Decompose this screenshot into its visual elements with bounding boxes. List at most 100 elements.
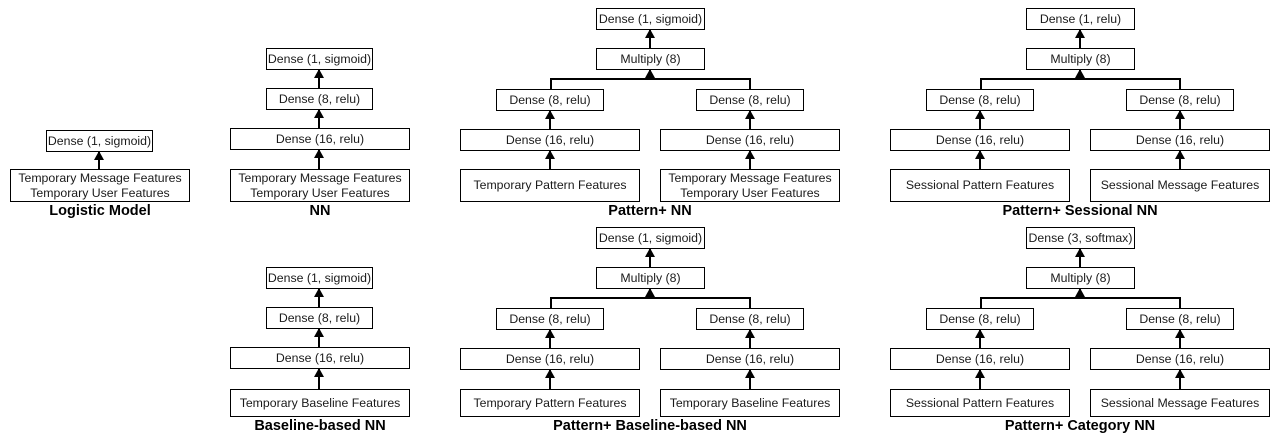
node-label-line: Temporary Pattern Features	[473, 178, 627, 192]
node-dense-8: Dense (8, relu)	[266, 307, 373, 329]
node-dense-8: Dense (8, relu)	[266, 88, 373, 110]
node-right-dense-8: Dense (8, relu)	[696, 89, 804, 111]
arrow-input-to-dense16	[318, 369, 320, 389]
merge-connector-leg-left	[980, 297, 982, 308]
model-caption: Pattern+ Category NN	[1004, 418, 1156, 434]
node-right-dense-8: Dense (8, relu)	[1126, 308, 1234, 330]
arrow-multiply-to-output	[649, 249, 651, 267]
arrow-input-to-output	[98, 152, 100, 169]
merge-connector-leg-right	[749, 78, 751, 89]
arrow-dense16-to-dense8	[318, 329, 320, 347]
node-label-line: Temporary Message Features	[668, 170, 832, 185]
node-label-line: Dense (16, relu)	[1135, 351, 1225, 366]
node-output-layer: Dense (1, relu)	[1026, 8, 1135, 30]
model-caption: Logistic Model	[49, 203, 151, 219]
node-label-line: Temporary Message Features	[18, 170, 182, 185]
node-label-line: Dense (16, relu)	[275, 350, 365, 365]
node-left-input-features: Sessional Pattern Features	[890, 169, 1070, 202]
node-right-dense-16: Dense (16, relu)	[1090, 129, 1270, 151]
merge-connector-bar	[550, 297, 751, 299]
node-label-line: Dense (16, relu)	[1135, 132, 1225, 147]
node-left-dense-16: Dense (16, relu)	[890, 129, 1070, 151]
model-caption: Pattern+ NN	[608, 203, 692, 219]
arrow-right-dense16-to-dense8	[1179, 111, 1181, 129]
node-label-line: Dense (16, relu)	[505, 132, 595, 147]
arrow-multiply-to-output	[1079, 249, 1081, 267]
arrow-right-dense16-to-dense8	[749, 330, 751, 348]
node-multiply: Multiply (8)	[596, 48, 705, 70]
node-left-dense-8: Dense (8, relu)	[496, 308, 604, 330]
node-label-line: Temporary Message Features	[238, 170, 402, 185]
node-label-line: Dense (8, relu)	[709, 311, 791, 326]
node-label-line: Multiply (8)	[1050, 51, 1111, 66]
node-label-line: Dense (8, relu)	[278, 310, 361, 325]
node-input-features: Temporary Message Features Temporary Use…	[10, 169, 190, 202]
node-right-input-features: Temporary Baseline Features	[660, 389, 840, 417]
merge-connector-leg-right	[749, 297, 751, 308]
merge-connector-leg-left	[550, 78, 552, 89]
node-label-line: Dense (1, sigmoid)	[267, 270, 372, 285]
model-caption: Pattern+ Sessional NN	[1002, 203, 1158, 219]
node-label-line: Dense (16, relu)	[505, 351, 595, 366]
merge-connector-leg-right	[1179, 78, 1181, 89]
node-label-line: Dense (1, sigmoid)	[47, 133, 152, 148]
arrow-multiply-to-output	[649, 30, 651, 48]
arrow-right-input-to-dense16	[1179, 151, 1181, 169]
node-right-dense-16: Dense (16, relu)	[660, 348, 840, 370]
node-multiply: Multiply (8)	[1026, 267, 1135, 289]
node-output-layer: Dense (1, sigmoid)	[596, 227, 705, 249]
node-left-dense-8: Dense (8, relu)	[926, 89, 1034, 111]
arrow-left-dense16-to-dense8	[979, 111, 981, 129]
node-label-line: Temporary User Features	[30, 185, 170, 200]
node-label-line: Temporary User Features	[250, 185, 390, 200]
node-right-dense-16: Dense (16, relu)	[660, 129, 840, 151]
node-dense-16: Dense (16, relu)	[230, 347, 410, 369]
arrow-multiply-to-output	[1079, 30, 1081, 48]
node-left-dense-16: Dense (16, relu)	[460, 129, 640, 151]
node-label-line: Dense (16, relu)	[935, 132, 1025, 147]
arrow-right-input-to-dense16	[749, 151, 751, 169]
node-label-line: Dense (8, relu)	[509, 92, 591, 107]
arrow-input-to-dense16	[318, 150, 320, 169]
node-label-line: Dense (16, relu)	[705, 351, 795, 366]
node-label-line: Multiply (8)	[620, 51, 681, 66]
merge-connector-bar	[550, 78, 751, 80]
arrow-dense8-to-output	[318, 70, 320, 88]
node-label-line: Temporary Baseline Features	[669, 395, 831, 410]
node-label-line: Temporary User Features	[680, 185, 820, 200]
model-caption: Pattern+ Baseline-based NN	[553, 418, 747, 434]
merge-connector-leg-right	[1179, 297, 1181, 308]
arrow-merge-to-multiply	[1079, 70, 1081, 79]
arrow-left-input-to-dense16	[549, 151, 551, 169]
node-label-line: Dense (8, relu)	[1139, 311, 1221, 326]
node-output-layer: Dense (1, sigmoid)	[266, 48, 373, 70]
node-multiply: Multiply (8)	[1026, 48, 1135, 70]
arrow-merge-to-multiply	[1079, 289, 1081, 298]
node-output-layer: Dense (1, sigmoid)	[46, 130, 153, 152]
node-left-dense-8: Dense (8, relu)	[496, 89, 604, 111]
node-label-line: Dense (8, relu)	[1139, 92, 1221, 107]
node-label-line: Multiply (8)	[1050, 270, 1111, 285]
node-label-line: Temporary Baseline Features	[239, 395, 401, 410]
node-label-line: Sessional Message Features	[1100, 395, 1260, 410]
model-caption: Baseline-based NN	[254, 418, 386, 434]
node-left-dense-8: Dense (8, relu)	[926, 308, 1034, 330]
arrow-right-input-to-dense16	[1179, 370, 1181, 389]
node-left-input-features: Temporary Pattern Features	[460, 169, 640, 202]
arrow-left-dense16-to-dense8	[549, 330, 551, 348]
node-label-line: Dense (8, relu)	[939, 311, 1021, 326]
node-label-line: Temporary Pattern Features	[473, 395, 627, 410]
node-label-line: Dense (1, relu)	[1039, 11, 1122, 26]
arrow-merge-to-multiply	[649, 70, 651, 79]
node-right-dense-16: Dense (16, relu)	[1090, 348, 1270, 370]
node-label-line: Dense (8, relu)	[278, 91, 361, 106]
node-label-line: Sessional Pattern Features	[905, 395, 1055, 410]
node-left-input-features: Temporary Pattern Features	[460, 389, 640, 417]
node-label-line: Dense (16, relu)	[935, 351, 1025, 366]
node-right-dense-8: Dense (8, relu)	[696, 308, 804, 330]
node-label-line: Dense (16, relu)	[275, 131, 365, 146]
node-output-layer: Dense (3, softmax)	[1026, 227, 1135, 249]
merge-connector-leg-left	[980, 78, 982, 89]
node-right-input-features: Temporary Message Features Temporary Use…	[660, 169, 840, 202]
